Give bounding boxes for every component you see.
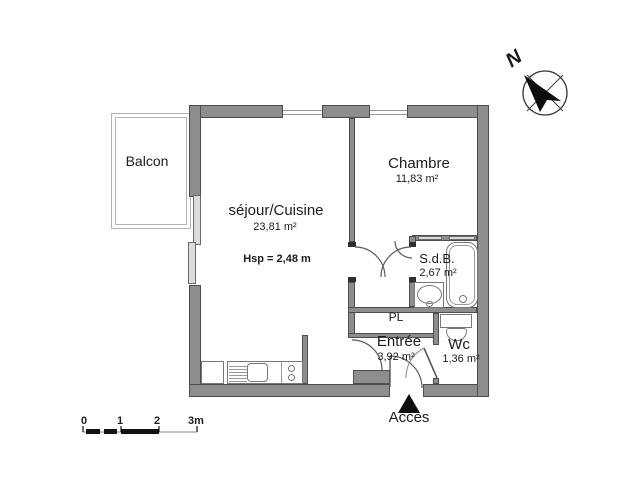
washbasin-icon xyxy=(414,282,444,308)
scale-tick-0: 0 xyxy=(80,415,88,427)
wall-segment xyxy=(433,313,439,345)
room-area-sdb: 2,67 m² xyxy=(419,267,457,279)
wall-segment xyxy=(407,105,489,118)
ceiling-height-note: Hsp = 2,48 m xyxy=(243,253,311,265)
north-arrow xyxy=(524,75,561,112)
balcony-railing-inner xyxy=(115,117,187,225)
north-label: N xyxy=(501,45,527,73)
bathtub-icon xyxy=(446,242,478,308)
door-panel xyxy=(449,236,475,240)
room-area-wc: 1,36 m² xyxy=(442,353,480,365)
wall-segment xyxy=(189,384,390,397)
fridge-icon xyxy=(201,361,224,384)
scale-bar xyxy=(82,426,198,434)
room-label-entree: Entrée xyxy=(376,333,422,350)
access-label: Accès xyxy=(388,409,430,426)
door-jamb xyxy=(348,277,356,282)
wall-segment xyxy=(302,335,308,384)
window xyxy=(283,105,322,118)
wall-segment xyxy=(409,236,416,247)
door-jamb xyxy=(409,242,416,247)
washbasin-tap xyxy=(426,301,433,307)
bathtub-rim xyxy=(449,245,475,305)
kitchen-sink-icon xyxy=(247,363,268,382)
wall-segment xyxy=(348,307,477,313)
sliding-door-panel xyxy=(188,242,196,284)
scale-tick-1: 1 xyxy=(116,415,124,427)
room-area-chambre: 11,83 m² xyxy=(395,173,439,185)
room-area-sejour: 23,81 m² xyxy=(253,221,297,233)
door-leaf xyxy=(423,347,438,379)
wall-segment xyxy=(189,285,201,397)
wall-segment xyxy=(433,378,439,384)
door-arc xyxy=(380,246,412,278)
wall-segment xyxy=(477,105,489,397)
wall-segment xyxy=(412,235,477,241)
wall-segment xyxy=(348,333,434,338)
compass-icon xyxy=(522,70,568,116)
door-panel xyxy=(418,236,442,240)
wall-segment xyxy=(322,105,370,118)
door-arc xyxy=(354,246,386,278)
door-jamb xyxy=(409,277,416,282)
wall-segment xyxy=(349,118,355,242)
hob-divider xyxy=(281,362,282,383)
scale-tick-3: 3m xyxy=(188,415,204,427)
room-label-chambre: Chambre xyxy=(388,155,450,172)
bathtub-drain xyxy=(459,295,467,303)
wall-segment xyxy=(189,105,201,197)
room-label-sdb: S.d.B. xyxy=(419,251,455,266)
room-label-wc: Wc xyxy=(448,336,470,353)
room-label-pl: PL xyxy=(388,310,404,324)
window xyxy=(370,105,407,118)
balcony-railing xyxy=(111,113,191,229)
scale-tick-2: 2 xyxy=(153,415,161,427)
wall-segment xyxy=(353,370,390,384)
toilet-cistern-icon xyxy=(440,314,472,328)
wall-segment xyxy=(189,105,283,118)
room-label-sejour: séjour/Cuisine xyxy=(228,202,324,219)
wall-segment xyxy=(423,384,489,397)
room-label-balcon: Balcon xyxy=(125,153,169,169)
hob-burner-icon xyxy=(288,374,295,381)
sliding-door-panel xyxy=(193,195,201,245)
door-jamb xyxy=(348,242,356,247)
wall-segment xyxy=(409,282,415,307)
drainer-icon xyxy=(229,364,247,382)
hob-burner-icon xyxy=(288,365,295,372)
room-area-entree: 3,92 m² xyxy=(377,351,415,363)
